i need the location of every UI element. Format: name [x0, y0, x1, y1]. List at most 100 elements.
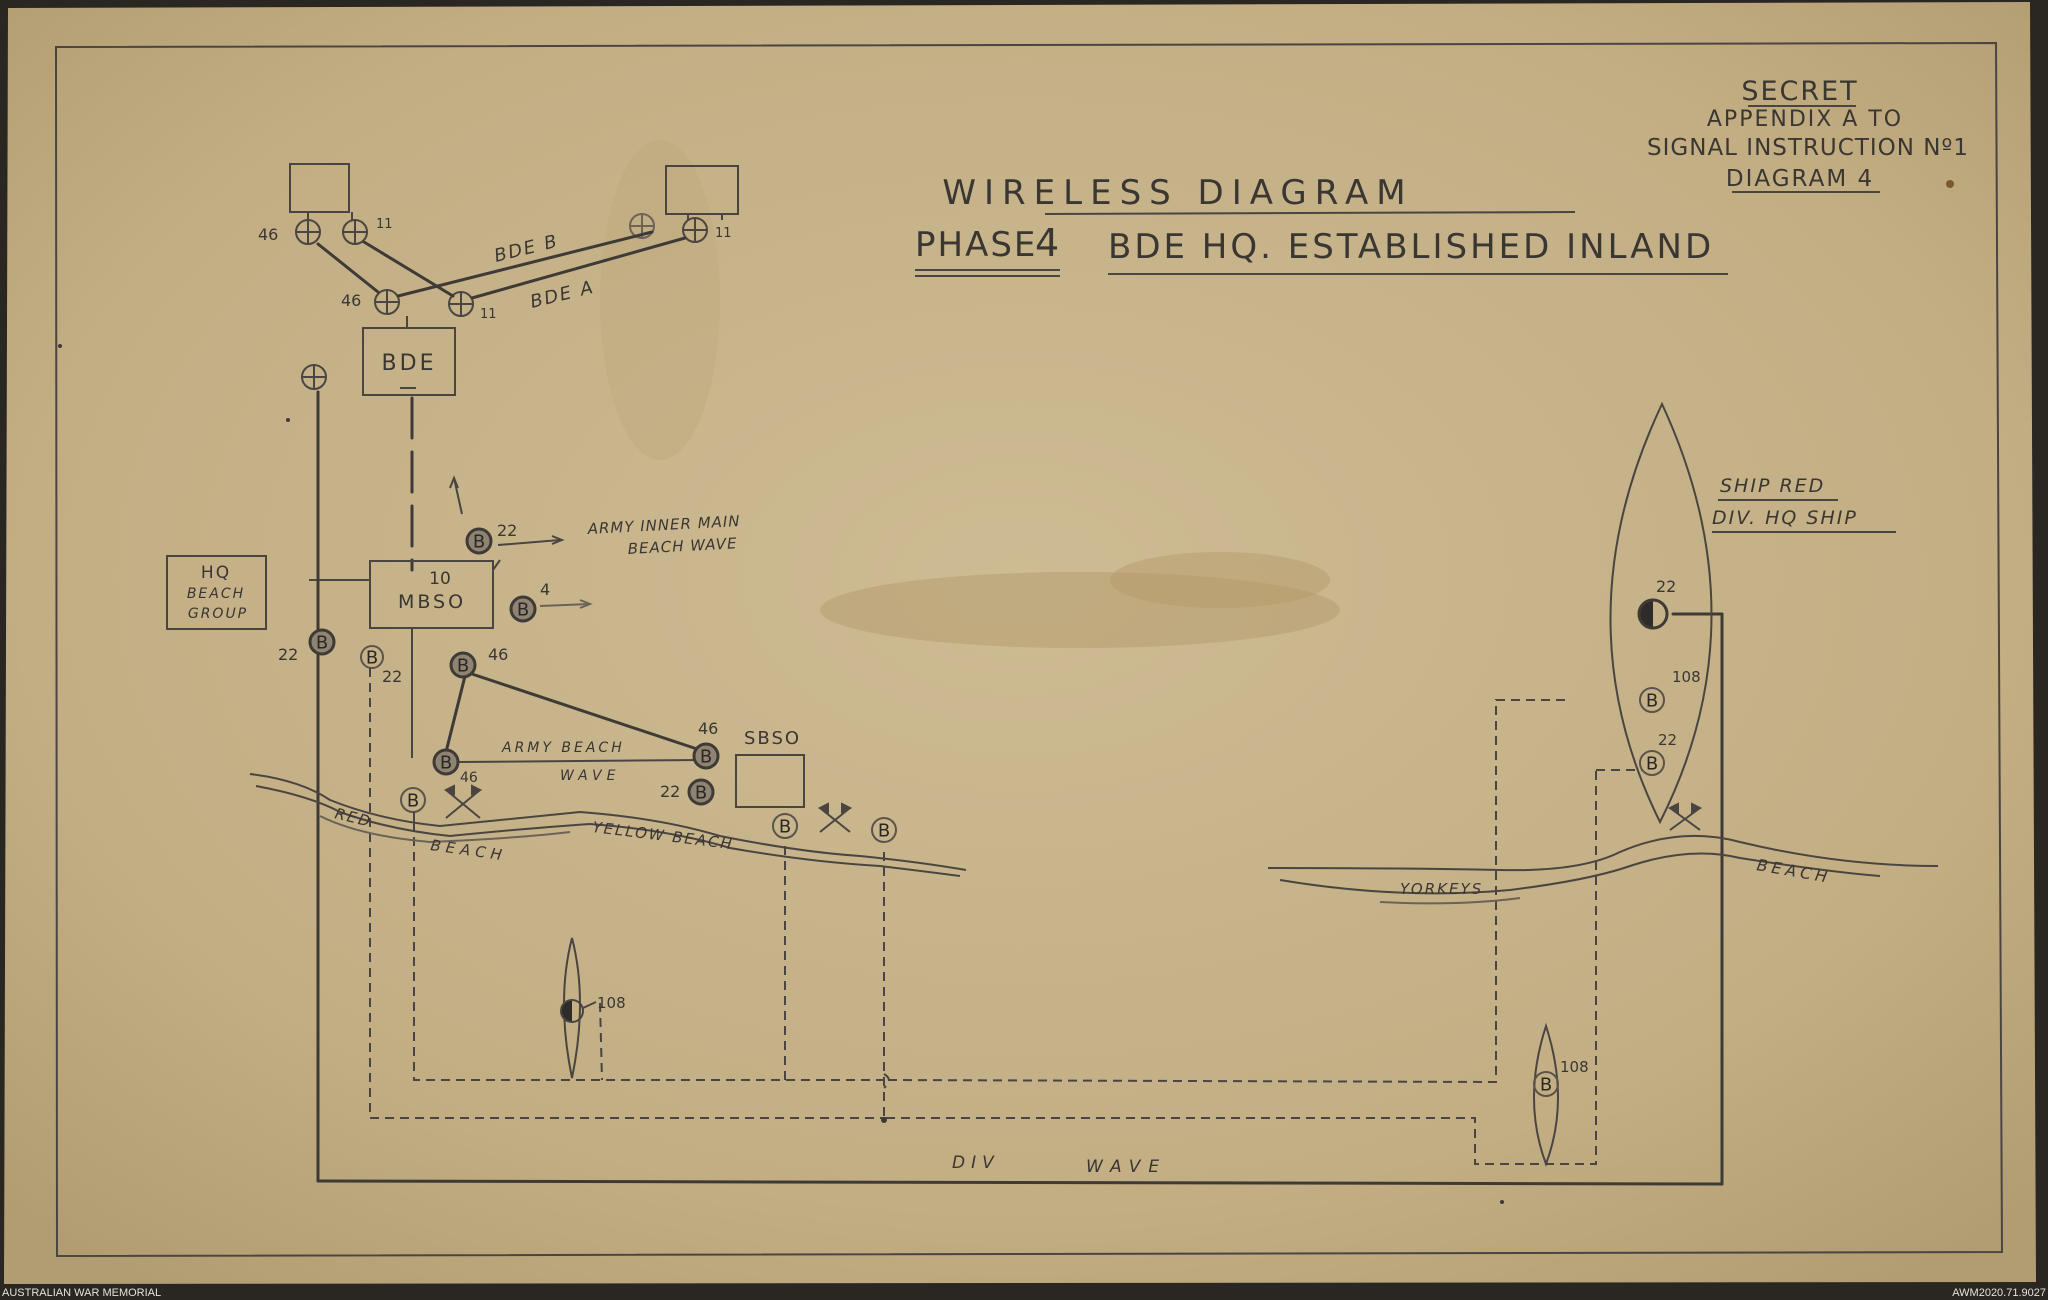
stain — [820, 572, 1340, 648]
dashed-loop-inner — [413, 822, 884, 1081]
coastline-left — [249, 773, 967, 871]
set-number: 46 — [488, 645, 508, 664]
ink-speck — [286, 418, 290, 422]
army-beach-link — [464, 670, 708, 754]
node-b-22-inner: B — [465, 527, 493, 555]
svg-text:B: B — [1540, 1075, 1552, 1096]
crossed-flags-yellow — [817, 802, 853, 833]
set-number: 108 — [1560, 1058, 1589, 1076]
coastline-right — [1379, 897, 1521, 905]
node-b-46-left: B — [432, 748, 460, 776]
node-b-22-ship: B — [1639, 750, 1665, 776]
beach-label-yorkeys: YORKEYS — [1400, 880, 1483, 898]
unit-box-bde — [362, 327, 456, 396]
instruction-label: SIGNAL INSTRUCTION Nº1 — [1647, 135, 1969, 161]
unit-label-beach: BEACH — [187, 586, 245, 602]
ink-speck — [1500, 1200, 1504, 1204]
diagram-number-label: DIAGRAM 4 — [1726, 166, 1874, 192]
set-number: 108 — [1672, 668, 1701, 686]
net-label-army-inner-2: BEACH WAVE — [627, 534, 738, 558]
node-b-46-right: B — [692, 742, 720, 770]
inner-net-arrow — [497, 539, 561, 546]
craft-set-108 — [561, 1000, 572, 1022]
rear-box-left — [289, 163, 350, 213]
svg-text:B: B — [517, 600, 529, 621]
diagram-title: WIRELESS DIAGRAM — [942, 173, 1413, 213]
unit-label-mbso-number: 10 — [429, 569, 451, 589]
arrowhead — [551, 535, 565, 545]
bde-b-net-line — [396, 230, 654, 298]
bde-a-net-line — [470, 236, 687, 300]
set-number: 11 — [480, 307, 497, 322]
rear-set-11-left — [342, 219, 368, 245]
bde-b-net-line — [316, 242, 380, 294]
classification-label: SECRET — [1741, 76, 1858, 107]
set-number: 46 — [460, 770, 478, 786]
net-label-wave: WAVE — [1086, 1157, 1167, 1177]
set-number: 46 — [258, 225, 278, 244]
set-number: 11 — [376, 217, 393, 232]
node-b-beach-right: B — [871, 817, 897, 843]
set-number: 22 — [382, 667, 402, 686]
bde-a-net-line — [362, 240, 455, 298]
rear-set-46-left — [295, 219, 321, 245]
set-number: 46 — [698, 719, 718, 738]
svg-text:B: B — [407, 791, 419, 812]
appendix-label: APPENDIX A TO — [1707, 107, 1903, 132]
net-label-army-beach-1: ARMY BEACH — [501, 740, 625, 756]
svg-text:B: B — [457, 656, 469, 677]
bde-set-11 — [448, 291, 474, 317]
ink-speck — [1946, 180, 1954, 188]
unit-box-mbso — [369, 560, 494, 629]
mbso-stub — [492, 559, 501, 571]
footer-right: AWM2020.71.9027 — [1952, 1287, 2046, 1299]
set-number: 108 — [597, 994, 626, 1012]
stain — [600, 140, 720, 460]
phase-description: BDE HQ. ESTABLISHED INLAND — [1108, 227, 1714, 267]
set-number: 22 — [278, 645, 298, 664]
net-label-div: DIV — [952, 1153, 1000, 1173]
bde-set-46 — [374, 289, 400, 315]
node-b-22-sbso: B — [687, 778, 715, 806]
svg-text:B: B — [779, 817, 791, 838]
set-number: 22 — [660, 782, 680, 801]
crossed-flags-red — [443, 784, 483, 819]
div-wave-bottom — [316, 1179, 1724, 1186]
node-b-22-beach-dash: B — [360, 645, 384, 669]
coastline-right — [1267, 834, 1939, 872]
arrowhead — [449, 475, 459, 489]
rear-box-right — [665, 165, 739, 215]
unit-label-bde: BDE — [382, 351, 437, 376]
ship-label-1: SHIP RED — [1720, 475, 1825, 497]
phase-prefix: PHASE — [915, 225, 1037, 265]
coastline-left — [319, 815, 571, 844]
dashed-loop-outer — [369, 668, 886, 1119]
node-b-108-craft: B — [1533, 1071, 1559, 1097]
landing-craft-108-right — [1533, 1022, 1559, 1167]
node-b-yellow-beach: B — [772, 813, 798, 839]
ship-red-hull — [1609, 401, 1713, 825]
footer-left: AUSTRALIAN WAR MEMORIAL — [2, 1287, 161, 1299]
node-b-4: B — [509, 595, 537, 623]
div-wave-top-set — [301, 364, 327, 390]
svg-text:B: B — [695, 783, 707, 804]
army-beach-link — [444, 670, 468, 754]
node-b-46-top: B — [449, 651, 477, 679]
svg-text:B: B — [316, 633, 328, 654]
army-beach-link — [457, 759, 701, 763]
dashed-loop-outer — [886, 770, 1597, 1165]
svg-text:B: B — [1646, 754, 1658, 775]
svg-text:B: B — [366, 648, 378, 669]
junction-dot — [881, 1117, 887, 1123]
dashed-link-108 — [599, 1002, 603, 1081]
faint-link — [539, 603, 591, 607]
frame-border — [54, 41, 2004, 1258]
rear-set-11-right — [682, 217, 708, 243]
stain — [1110, 552, 1330, 608]
ship-label-2: DIV. HQ SHIP — [1712, 507, 1858, 529]
svg-text:B: B — [1646, 691, 1658, 712]
unit-label-sbso: SBSO — [744, 728, 801, 749]
set-number: 4 — [540, 580, 550, 599]
